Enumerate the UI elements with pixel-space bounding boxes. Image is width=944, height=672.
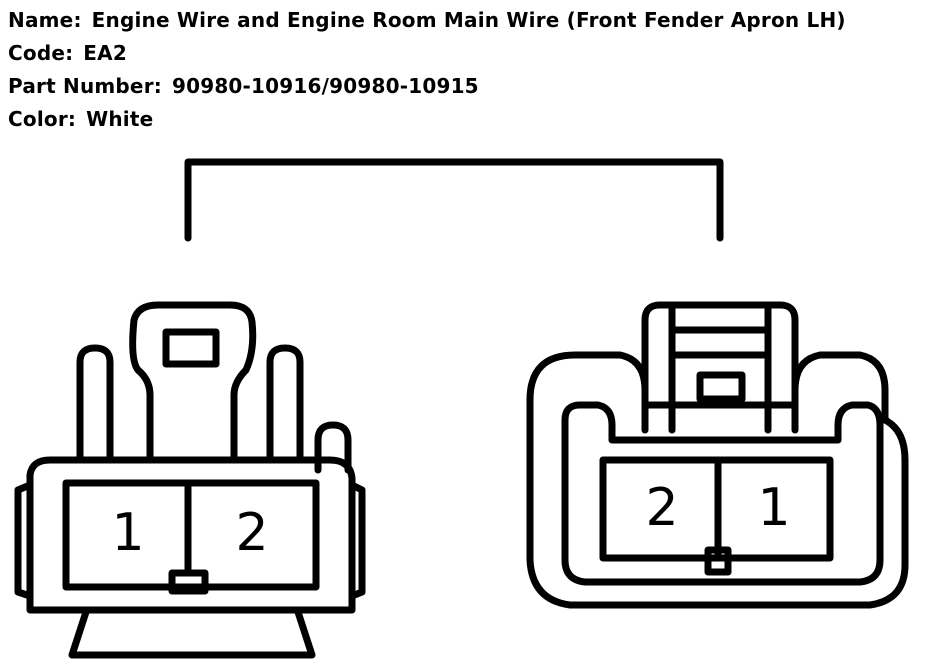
code-label: Code: bbox=[8, 41, 74, 65]
right-key bbox=[704, 546, 732, 576]
name-value: Engine Wire and Engine Room Main Wire (F… bbox=[91, 8, 846, 32]
part-number-label: Part Number: bbox=[8, 74, 162, 98]
right-inner-wall bbox=[561, 401, 884, 586]
mating-bracket bbox=[184, 158, 724, 242]
left-lock-hood bbox=[129, 301, 257, 464]
color-value: White bbox=[86, 107, 154, 131]
code-value: EA2 bbox=[83, 41, 127, 65]
left-latch-right-1 bbox=[266, 344, 304, 464]
right-pin-2: 2 bbox=[645, 478, 678, 538]
left-housing bbox=[26, 456, 356, 614]
color-label: Color: bbox=[8, 107, 77, 131]
left-pin-1: 1 bbox=[111, 503, 144, 563]
part-number-line: Part Number: 90980-10916/90980-10915 bbox=[8, 70, 846, 103]
left-pin-2: 2 bbox=[235, 503, 268, 563]
left-latch-outer bbox=[76, 344, 114, 464]
right-pin-1: 1 bbox=[757, 478, 790, 538]
left-latch-right-2 bbox=[314, 421, 352, 474]
left-skirt bbox=[68, 608, 316, 659]
left-rib-right bbox=[348, 481, 366, 600]
code-line: Code: EA2 bbox=[8, 37, 846, 70]
right-lock-tab bbox=[696, 371, 746, 403]
left-rib-left bbox=[14, 481, 34, 600]
left-connector bbox=[14, 301, 366, 659]
left-key bbox=[168, 569, 209, 595]
right-lock-hood bbox=[641, 301, 799, 434]
name-label: Name: bbox=[8, 8, 82, 32]
right-housing bbox=[526, 351, 909, 609]
color-line: Color: White bbox=[8, 103, 846, 136]
name-line: Name: Engine Wire and Engine Room Main Wi… bbox=[8, 4, 846, 37]
left-lock-tab bbox=[162, 328, 220, 368]
part-number-value: 90980-10916/90980-10915 bbox=[171, 74, 479, 98]
connector-info: Name: Engine Wire and Engine Room Main Wi… bbox=[8, 4, 846, 136]
right-connector bbox=[526, 301, 909, 609]
